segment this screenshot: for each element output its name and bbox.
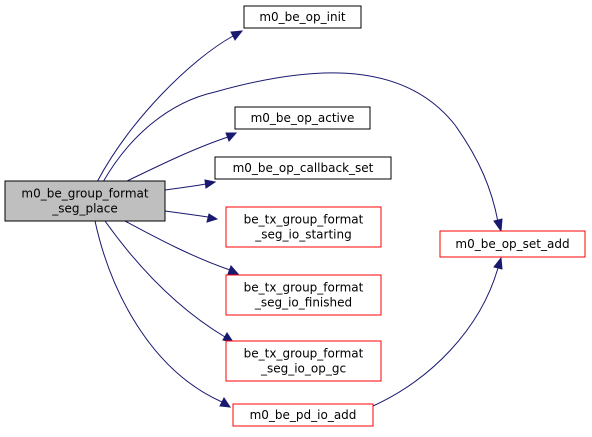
arrowhead	[219, 397, 232, 408]
edge-line	[372, 267, 499, 407]
node-op-init[interactable]: m0_be_op_init	[243, 5, 362, 29]
edges-layer	[94, 30, 503, 408]
arrowhead	[493, 256, 503, 270]
node-box	[232, 403, 374, 427]
edge-line	[102, 72, 499, 223]
edge-root-to-io_op_gc	[104, 220, 235, 343]
node-io-starting[interactable]: be_tx_group_format_seg_io_starting	[225, 206, 382, 248]
edge-root-to-io_finished	[124, 220, 240, 275]
node-box	[225, 340, 382, 382]
node-io-finished[interactable]: be_tx_group_format_seg_io_finished	[225, 274, 382, 316]
node-box	[234, 106, 371, 130]
node-box	[439, 230, 586, 258]
node-box	[243, 5, 362, 29]
node-io-op-gc[interactable]: be_tx_group_format_seg_io_op_gc	[225, 340, 382, 382]
node-op-callback-set[interactable]: m0_be_op_callback_set	[214, 156, 392, 180]
node-label-line: m0_be_pd_io_add	[250, 408, 357, 422]
nodes-layer: m0_be_group_format_seg_place m0_be_op_ini…	[4, 5, 586, 427]
edge-line	[96, 35, 234, 183]
edge-line	[124, 136, 229, 183]
node-box	[225, 274, 382, 316]
arrowhead	[204, 179, 217, 189]
node-label-line: m0_be_group_format	[21, 187, 149, 201]
edge-line	[124, 220, 231, 271]
node-label-line: m0_be_op_active	[251, 111, 355, 125]
edge-root-to-io_starting	[164, 210, 219, 223]
node-label-line: _seg_io_starting	[254, 228, 351, 242]
edge-line	[104, 220, 226, 338]
node-label-line: _seg_io_op_gc	[260, 362, 346, 376]
node-op-active[interactable]: m0_be_op_active	[234, 106, 371, 130]
node-label-line: m0_be_op_set_add	[455, 237, 569, 251]
edge-pd_io_add-to-op_set_add	[372, 256, 503, 407]
edge-root-to-pd_io_add	[94, 220, 232, 408]
node-label-line: _seg_place	[51, 202, 118, 216]
node-label-line: be_tx_group_format	[244, 347, 364, 361]
node-label-line: be_tx_group_format	[244, 213, 364, 227]
node-label-line: m0_be_op_init	[259, 10, 346, 24]
node-box	[4, 180, 166, 222]
node-label-line: m0_be_op_callback_set	[233, 161, 374, 175]
node-box	[214, 156, 392, 180]
arrowhead	[206, 213, 219, 223]
node-op-set-add[interactable]: m0_be_op_set_add	[439, 230, 586, 258]
arrowhead	[493, 218, 503, 233]
edge-root-to-op_callback_set	[164, 179, 217, 191]
node-root[interactable]: m0_be_group_format_seg_place	[4, 180, 166, 222]
edge-root-to-op_set_add	[102, 72, 503, 233]
node-label-line: _seg_io_finished	[254, 296, 352, 310]
edge-line	[164, 210, 209, 218]
edge-root-to-op_init	[96, 30, 244, 183]
node-label-line: be_tx_group_format	[244, 281, 364, 295]
edge-line	[94, 220, 223, 403]
arrowhead	[230, 30, 244, 41]
arrowhead	[227, 265, 240, 275]
edge-root-to-op_active	[124, 132, 238, 183]
edge-line	[164, 183, 207, 191]
node-pd-io-add[interactable]: m0_be_pd_io_add	[232, 403, 374, 427]
node-box	[225, 206, 382, 248]
arrowhead	[225, 132, 238, 142]
